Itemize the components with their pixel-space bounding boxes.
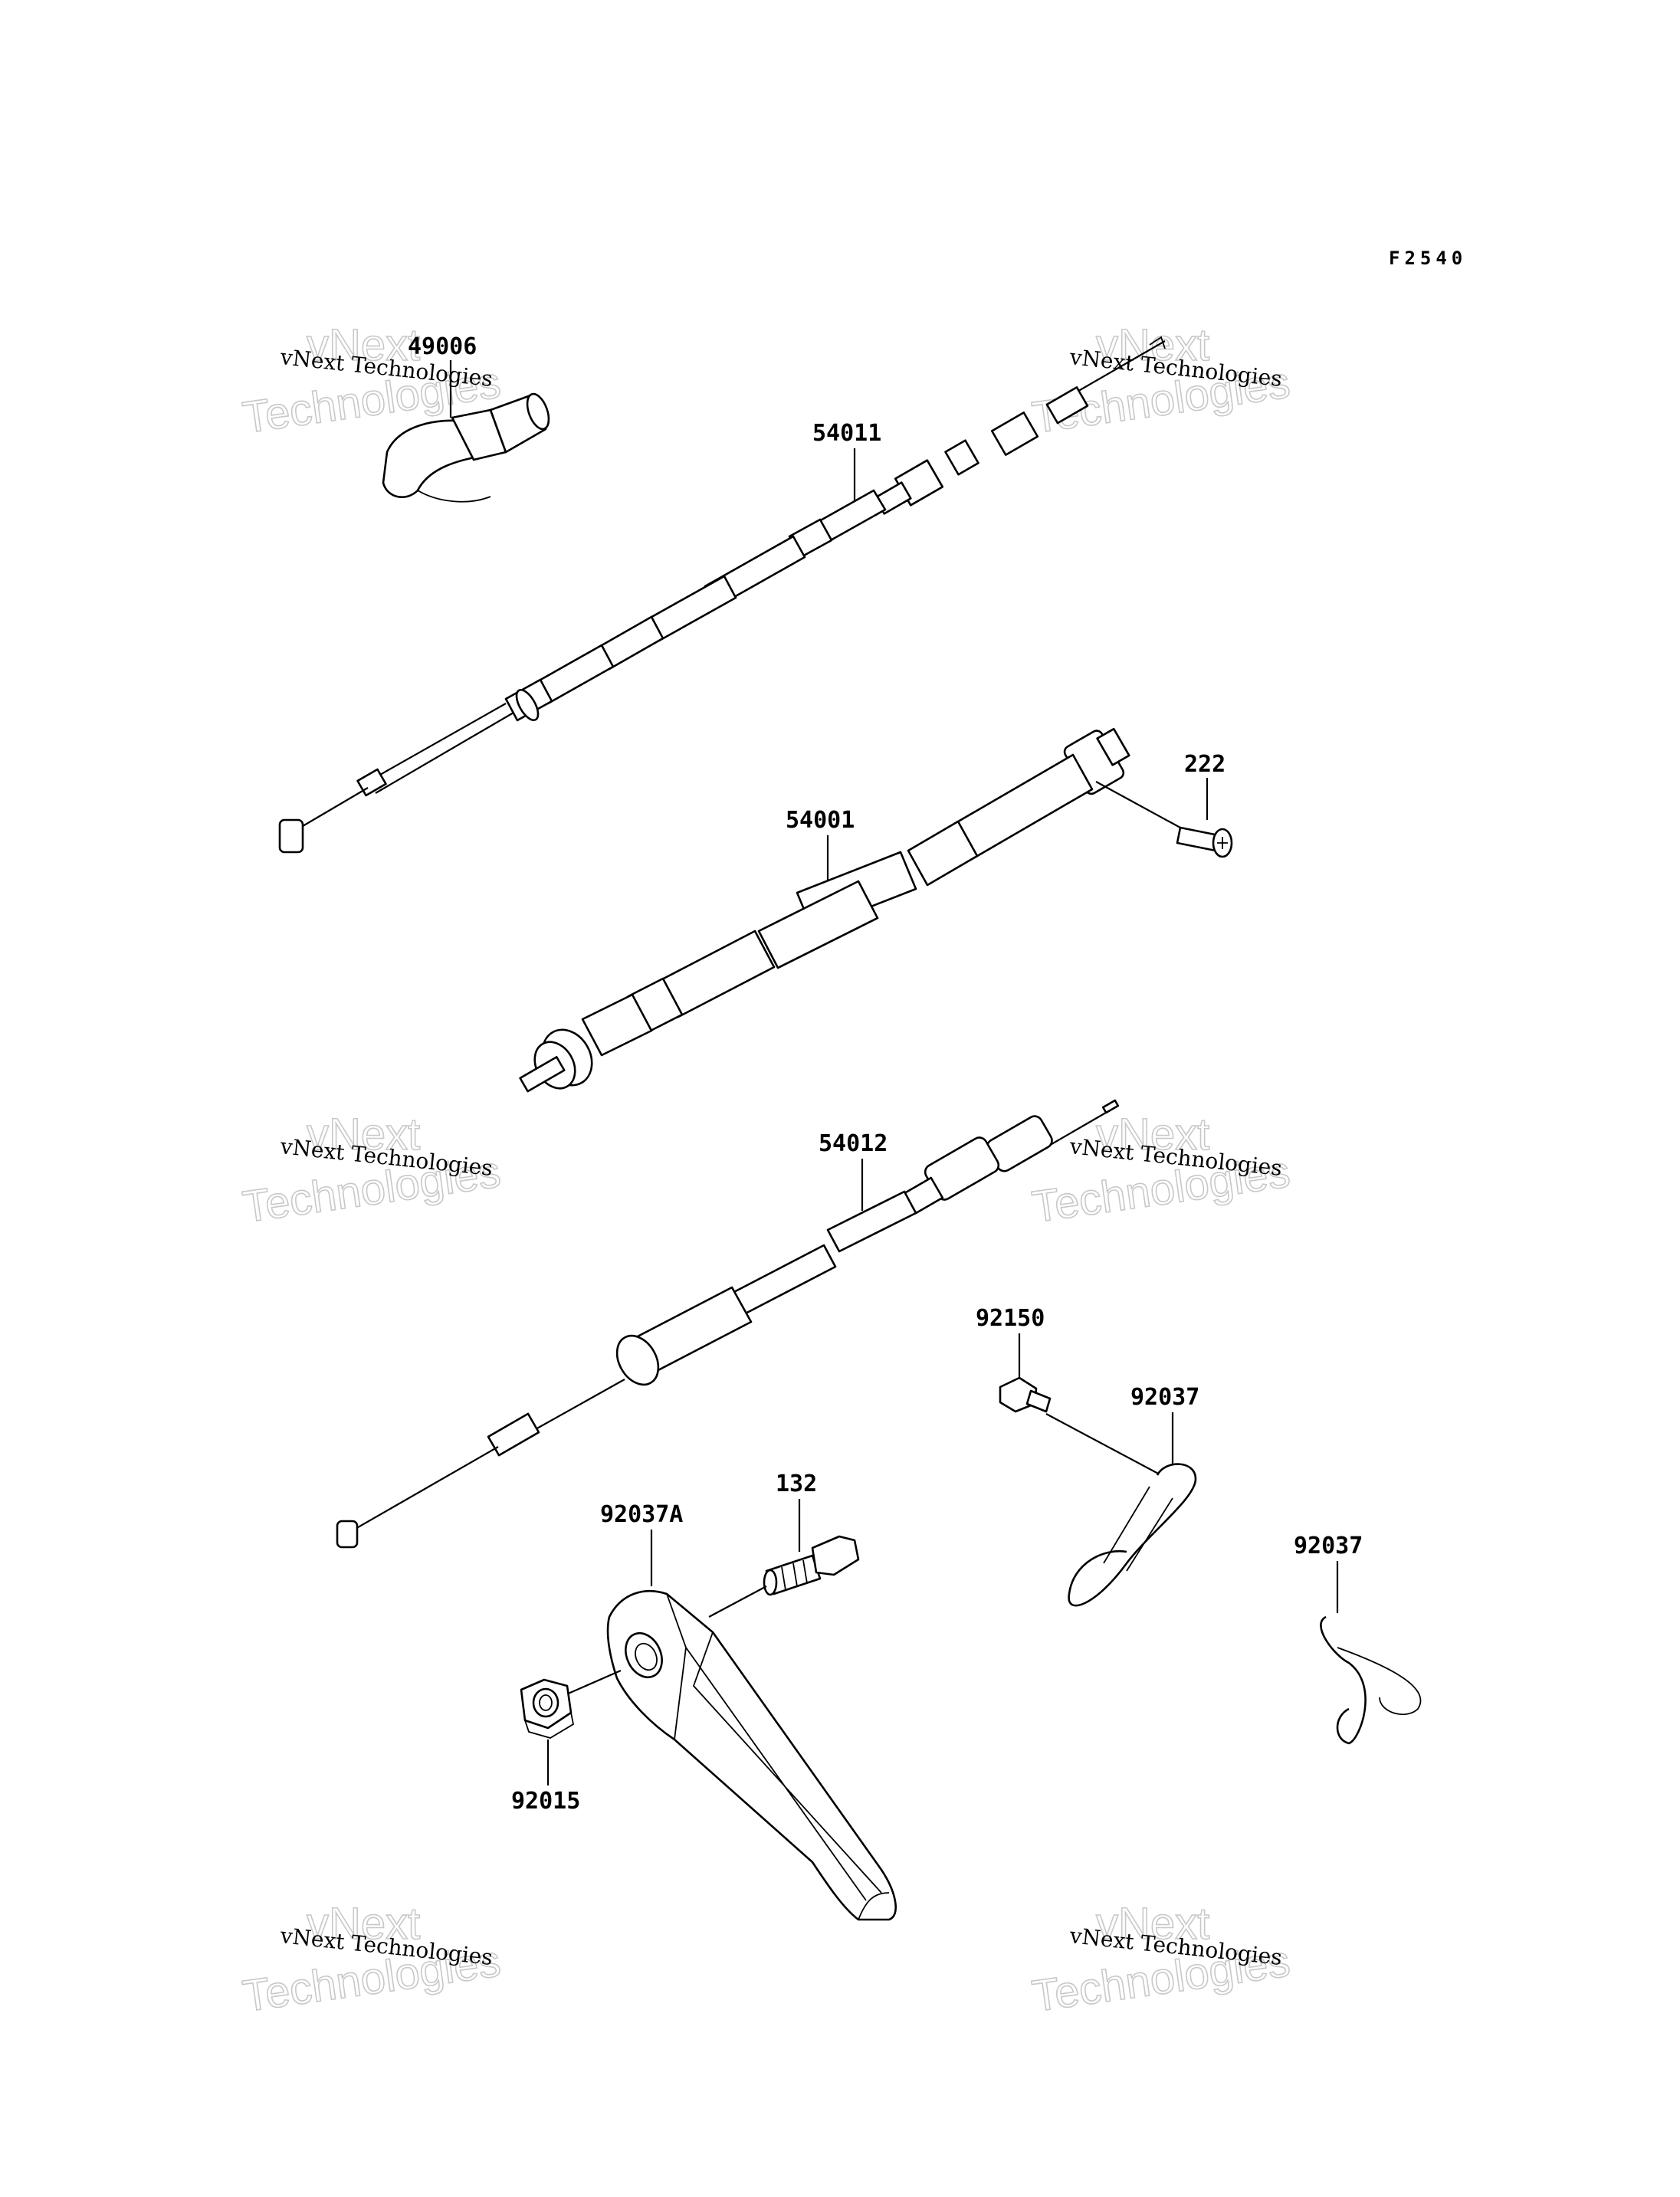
part-54012: 54012 — [336, 1099, 1120, 1549]
part-92150: 92150 — [976, 1305, 1162, 1476]
part-92037-b: 92037 — [1294, 1533, 1422, 1745]
label-132: 132 — [776, 1471, 817, 1497]
label-92037A: 92037A — [600, 1501, 683, 1528]
part-92037-a: 92037 — [1068, 1384, 1199, 1607]
part-132: 132 — [708, 1471, 860, 1618]
part-54011: 54011 — [278, 336, 1166, 854]
label-49006: 49006 — [408, 333, 477, 360]
label-92037-a: 92037 — [1130, 1384, 1199, 1411]
label-54001: 54001 — [786, 807, 855, 834]
label-54012: 54012 — [819, 1130, 888, 1157]
svg-text:vNext: vNext — [307, 1899, 420, 1949]
label-92015: 92015 — [511, 1788, 580, 1815]
svg-text:vNext: vNext — [1096, 320, 1209, 370]
part-92015: 92015 — [511, 1669, 622, 1815]
svg-text:vNext: vNext — [1096, 1899, 1209, 1949]
svg-text:vNext: vNext — [307, 1110, 420, 1159]
label-92150: 92150 — [976, 1305, 1045, 1332]
label-222: 222 — [1184, 751, 1226, 778]
label-54011: 54011 — [812, 420, 881, 447]
svg-text:vNext: vNext — [307, 320, 420, 370]
part-49006: 49006 — [382, 333, 550, 503]
part-92037A: 92037A — [600, 1501, 897, 1921]
part-222: 222 — [1176, 751, 1233, 858]
part-54001: 54001 — [519, 727, 1181, 1093]
svg-text:vNext: vNext — [1096, 1110, 1209, 1159]
label-92037-b: 92037 — [1294, 1533, 1363, 1559]
diagram-code: F2540 — [1389, 248, 1467, 269]
